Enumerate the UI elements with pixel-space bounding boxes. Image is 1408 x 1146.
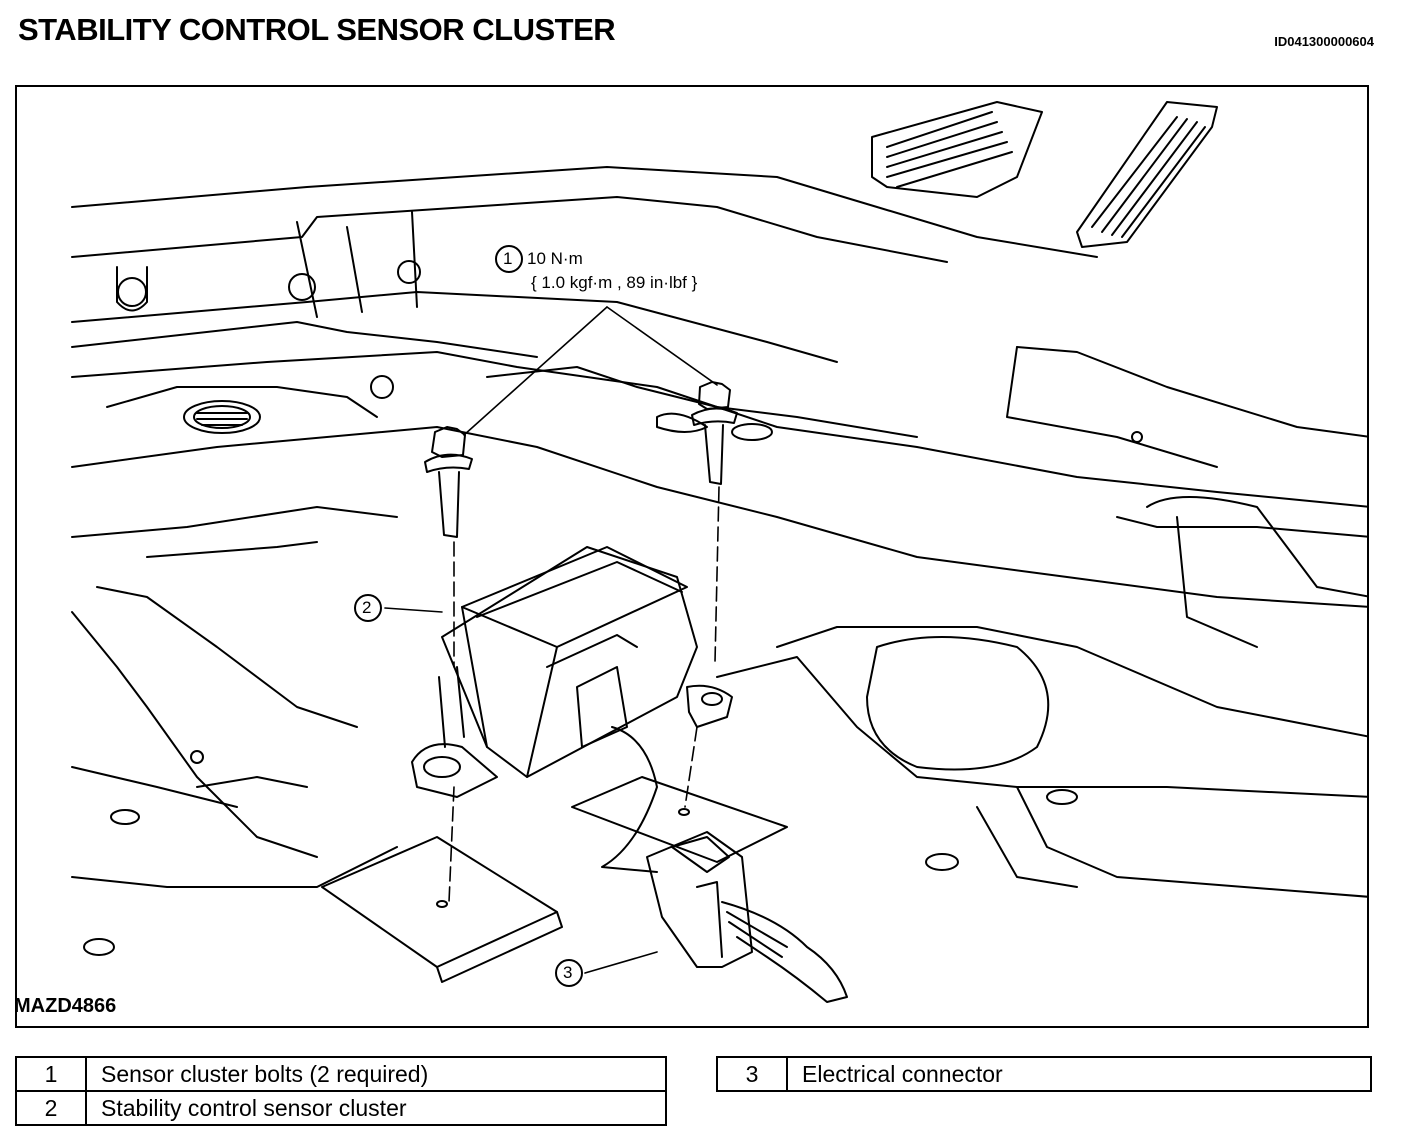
legend-row: 2 Stability control sensor cluster bbox=[15, 1090, 667, 1126]
dash-crossmember bbox=[71, 166, 1098, 258]
legend-text: Electrical connector bbox=[786, 1056, 1372, 1092]
drain-plug bbox=[183, 400, 261, 434]
bolt-left bbox=[424, 426, 473, 538]
bolt-right bbox=[691, 381, 738, 485]
leader-2 bbox=[384, 607, 443, 613]
torque-spec-line1: 10 N·m bbox=[527, 249, 583, 268]
legend-number: 2 bbox=[15, 1090, 87, 1126]
vehicle-floor-illustration bbox=[71, 101, 1367, 1003]
leader-1a bbox=[463, 306, 608, 436]
center-panel bbox=[776, 626, 1367, 738]
legend-text: Sensor cluster bolts (2 required) bbox=[85, 1056, 667, 1092]
legend-table-right: 3 Electrical connector bbox=[716, 1056, 1372, 1092]
leader-1b bbox=[606, 306, 718, 386]
electrical-connector bbox=[646, 831, 848, 1003]
legend-row: 1 Sensor cluster bolts (2 required) bbox=[15, 1056, 667, 1092]
legend-number: 1 bbox=[15, 1056, 87, 1092]
mounting-pad-right bbox=[571, 776, 788, 863]
legend-table-left: 1 Sensor cluster bolts (2 required) 2 St… bbox=[15, 1056, 667, 1126]
callout-3-number: 3 bbox=[563, 963, 573, 982]
callout-2-number: 2 bbox=[362, 598, 372, 617]
legend-number: 3 bbox=[716, 1056, 788, 1092]
callout-2-circle bbox=[354, 594, 382, 622]
legend-text: Stability control sensor cluster bbox=[85, 1090, 667, 1126]
leader-3 bbox=[584, 951, 658, 974]
accelerator-pedal bbox=[1076, 101, 1218, 248]
callout-1-circle bbox=[495, 245, 523, 273]
torque-spec-line2: { 1.0 kgf·m , 89 in·lbf } bbox=[531, 273, 698, 292]
document-id: ID041300000604 bbox=[1274, 34, 1374, 49]
sensor-cluster-body bbox=[411, 546, 733, 798]
legend-row: 3 Electrical connector bbox=[716, 1056, 1372, 1092]
callout-3-circle bbox=[555, 959, 583, 987]
page-title: STABILITY CONTROL SENSOR CLUSTER bbox=[18, 12, 616, 47]
illustration-frame: 1 2 3 10 N·m { 1.0 kgf·m , 89 in·lbf } bbox=[15, 85, 1369, 1028]
figure-code: MAZD4866 bbox=[14, 995, 117, 1017]
brake-pedal bbox=[871, 101, 1043, 198]
callout-1-number: 1 bbox=[503, 249, 513, 268]
